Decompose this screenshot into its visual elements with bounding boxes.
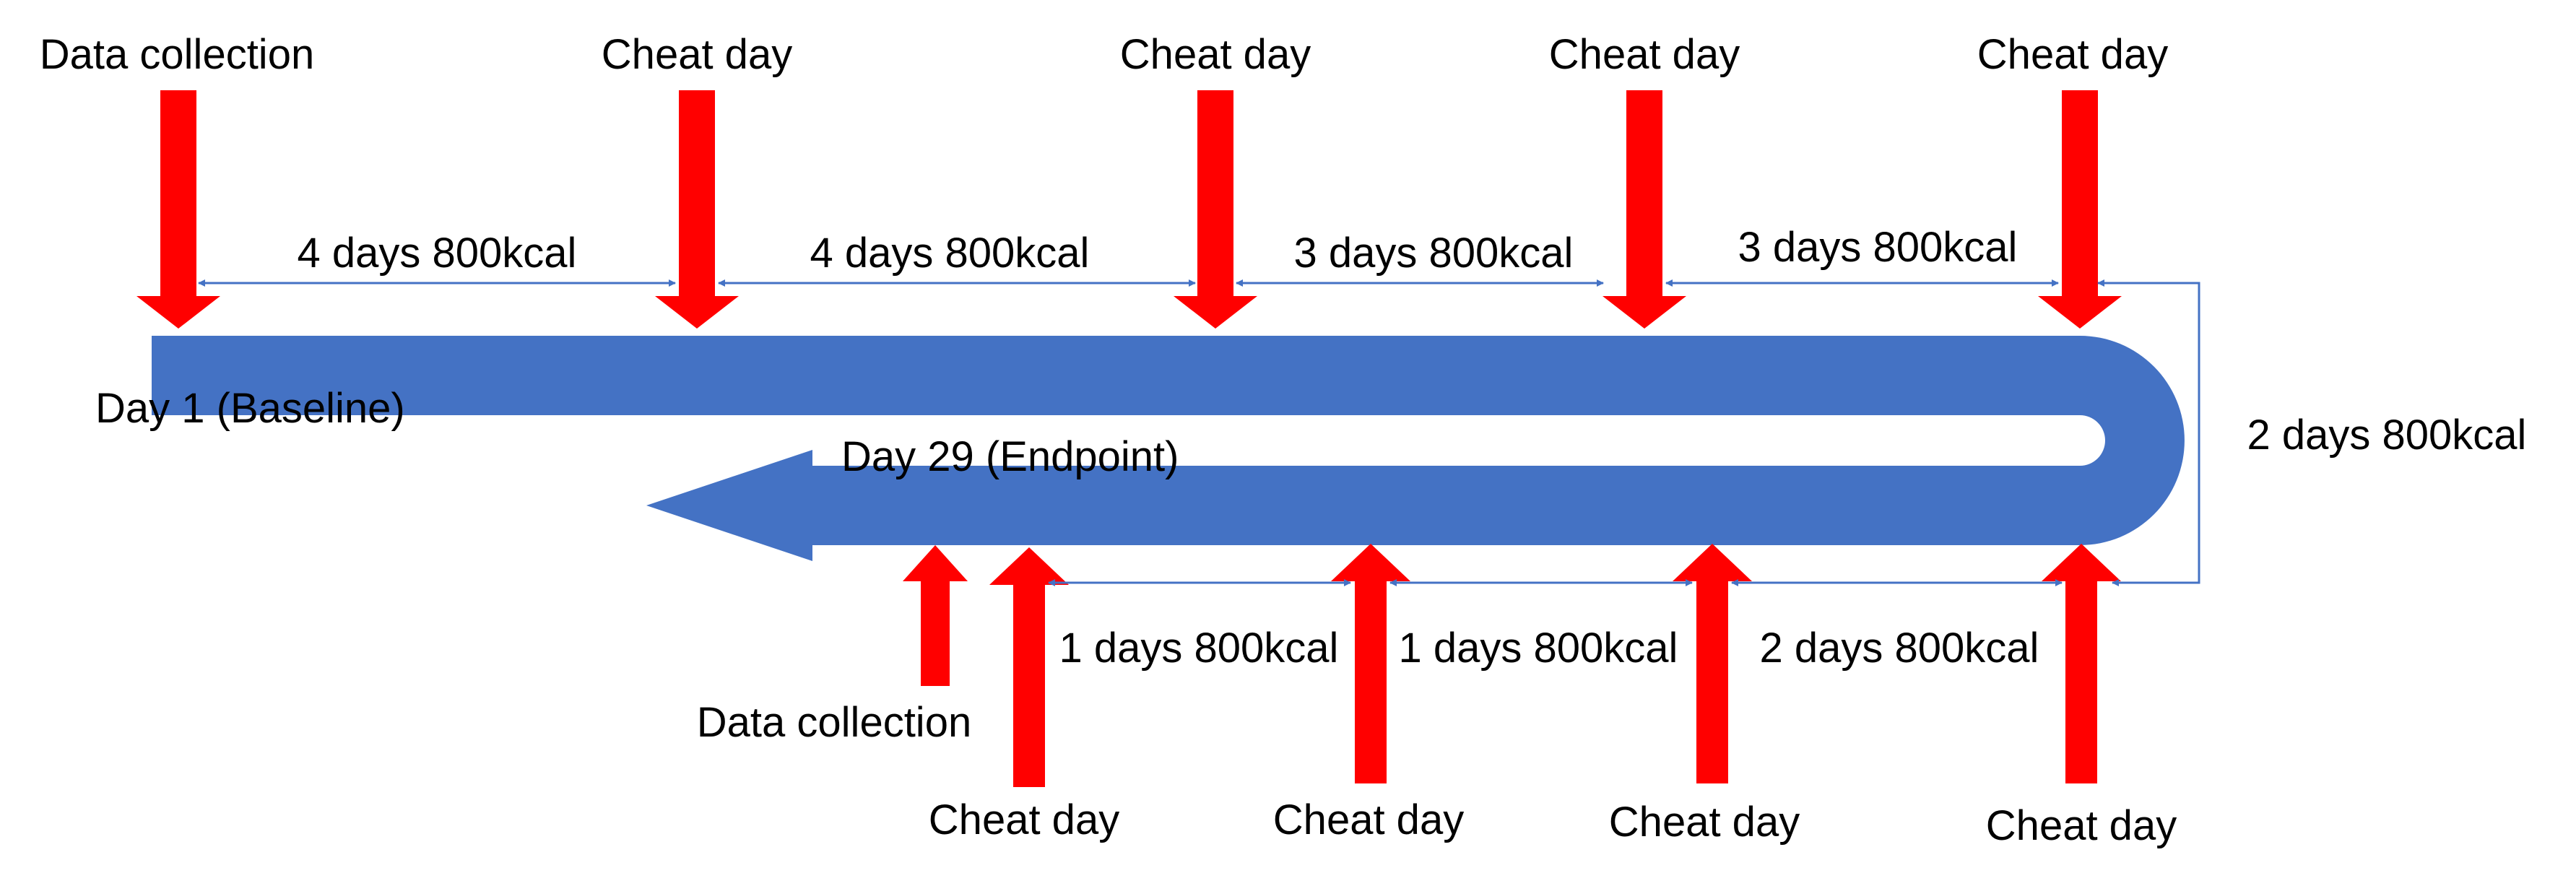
cheat-day-marker-top [655, 90, 739, 329]
interval-label-turn: 2 days 800kcal [2247, 412, 2527, 459]
cheat-day-label-bottom: Cheat day [1609, 799, 1800, 846]
cheat-day-marker-top [1603, 90, 1686, 329]
interval-label-top: 3 days 800kcal [1294, 230, 1574, 277]
interval-label-bottom: 2 days 800kcal [1760, 625, 2039, 672]
data-collection-start-label: Data collection [40, 31, 314, 78]
cheat-day-marker-bottom [2042, 544, 2121, 783]
cheat-day-label-top: Cheat day [1977, 31, 2168, 78]
data-collection-end-marker [903, 545, 968, 686]
cheat-day-label-top: Cheat day [1549, 31, 1740, 78]
interval-label-top: 4 days 800kcal [298, 230, 577, 277]
day-end-label: Day 29 (Endpoint) [841, 433, 1179, 480]
data-collection-start-marker [136, 90, 220, 329]
cheat-day-marker-bottom [1331, 544, 1410, 783]
cheat-day-label-bottom: Cheat day [1986, 802, 2177, 849]
cheat-day-label-top: Cheat day [602, 31, 792, 78]
cheat-day-label-top: Cheat day [1120, 31, 1311, 78]
interval-label-top: 3 days 800kcal [1738, 224, 2018, 271]
cheat-day-label-bottom: Cheat day [929, 796, 1119, 843]
timeline-track [152, 336, 2185, 561]
interval-label-top: 4 days 800kcal [810, 230, 1090, 277]
cheat-day-marker-top [2038, 90, 2122, 329]
cheat-day-marker-bottom [1673, 544, 1752, 783]
day-start-label: Day 1 (Baseline) [95, 385, 405, 432]
interval-label-bottom: 1 days 800kcal [1399, 625, 1678, 672]
interval-label-bottom: 1 days 800kcal [1059, 625, 1339, 672]
interval-arrow-turn [2097, 279, 2200, 586]
cheat-day-marker-bottom [989, 547, 1069, 787]
cheat-day-label-bottom: Cheat day [1273, 796, 1464, 843]
data-collection-end-label: Data collection [697, 699, 971, 746]
cheat-day-marker-top [1174, 90, 1257, 329]
